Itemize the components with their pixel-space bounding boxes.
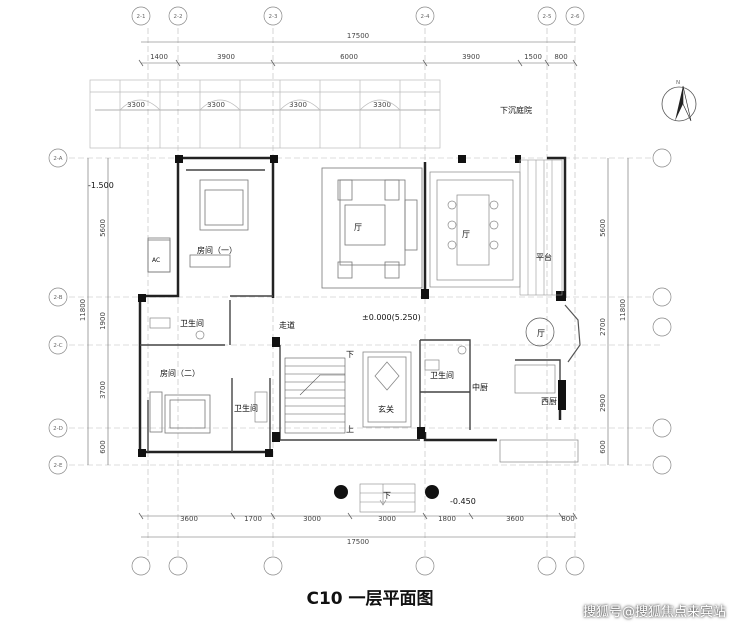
svg-text:3900: 3900 [462,53,480,61]
svg-text:1400: 1400 [150,53,168,61]
svg-text:2-E: 2-E [54,463,63,469]
staircase [284,357,346,434]
watermark: 搜狐号@搜狐焦点来宾站 [582,605,726,620]
dims-left: 11800 5600 1900 3700 600 [79,219,107,454]
dims-right: 11800 5600 2700 2900 600 [599,219,627,454]
label-bedroom1: 房间（一） [197,245,237,255]
svg-text:3700: 3700 [99,381,107,399]
north-arrow: N [661,80,697,122]
label-garden: 下沉庭院 [500,105,532,115]
label-terrace: 平台 [536,252,552,262]
svg-text:17500: 17500 [347,32,369,40]
exterior-walls [138,156,567,454]
svg-text:5600: 5600 [99,219,107,237]
dimension-ticks [138,59,578,520]
label-kitchen: 中厨 [472,382,488,392]
svg-text:2-C: 2-C [53,343,62,349]
svg-text:6000: 6000 [340,53,358,61]
svg-text:600: 600 [599,440,607,453]
bathroom-fixtures [149,317,467,423]
svg-text:3300: 3300 [373,101,391,109]
bedroom1-furniture [147,179,249,273]
axis-labels-left: 2-A 2-B 2-C 2-D 2-E [53,156,63,469]
north-arrow-icon [675,86,683,121]
svg-text:2-3: 2-3 [269,14,278,20]
dimension-lines [87,41,629,538]
svg-text:11800: 11800 [619,299,627,321]
pergola [89,79,441,149]
label-down1: 下 [346,350,354,359]
label-corridor: 走道 [279,320,295,330]
dims-top2: 3300 3300 3300 3300 [127,101,391,109]
label-ac: AC [152,257,160,264]
plan-title: C10 一层平面图 [306,589,434,609]
svg-text:2-1: 2-1 [137,14,146,20]
svg-text:3000: 3000 [378,515,396,523]
label-bath-right: 卫生间 [430,370,454,380]
label-hall3: 厅 [537,329,545,338]
label-bath1: 卫生间 [180,318,204,328]
dims-bottom: 3600 1700 3000 3000 1800 3600 800 17500 [180,515,575,546]
bedroom2-furniture [149,391,211,434]
svg-text:1700: 1700 [244,515,262,523]
kitchen-counter [499,364,579,463]
dims-top: 17500 1400 3900 6000 3900 1500 800 [150,32,568,61]
svg-text:3000: 3000 [303,515,321,523]
label-hall2: 厅 [462,230,470,239]
axis-labels-top: 2-1 2-2 2-3 2-4 2-5 2-6 [137,14,580,20]
living-room-furniture [321,167,423,289]
ac-unit [147,239,171,273]
label-bath2: 卫生间 [234,403,258,413]
foyer-rug [362,351,412,428]
label-up: 上 [346,425,354,434]
label-foyer: 玄关 [378,404,394,414]
svg-text:2-2: 2-2 [174,14,183,20]
svg-text:3900: 3900 [217,53,235,61]
svg-text:2-5: 2-5 [543,14,552,20]
label-bedroom2: 房间（二） [160,368,200,378]
entry-columns [334,485,439,499]
terrace-deck [519,159,563,296]
svg-text:2700: 2700 [599,318,607,336]
svg-text:17500: 17500 [347,538,369,546]
axis-bubbles-left [48,148,68,475]
columns [138,155,566,457]
axis-bubbles-bottom [131,556,585,576]
svg-text:1500: 1500 [524,53,542,61]
room-labels: -1.500 AC 房间（一） 厅 厅 平台 ±0.000(5.250) 走道 … [88,181,557,506]
svg-text:800: 800 [561,515,574,523]
svg-text:2900: 2900 [599,394,607,412]
label-level-zero: ±0.000(5.250) [362,313,421,322]
svg-text:600: 600 [99,440,107,453]
svg-text:5600: 5600 [599,219,607,237]
svg-text:2-D: 2-D [53,426,63,432]
label-down2: 下 [383,491,391,500]
label-west-kitchen: 西厨 [541,397,557,406]
dining-furniture [429,171,521,288]
svg-text:2-6: 2-6 [571,14,580,20]
label-level-neg: -1.500 [88,181,114,190]
svg-text:2-B: 2-B [53,295,62,301]
svg-text:3300: 3300 [207,101,225,109]
entry-steps [359,483,416,513]
label-level-entry: -0.450 [450,497,476,506]
svg-text:3300: 3300 [127,101,145,109]
axis-bubbles-right [652,148,672,475]
svg-text:2-4: 2-4 [421,14,430,20]
svg-text:3600: 3600 [180,515,198,523]
svg-text:1900: 1900 [99,312,107,330]
svg-text:800: 800 [554,53,567,61]
svg-text:11800: 11800 [79,299,87,321]
axis-bubbles-top [131,6,585,26]
svg-text:N: N [676,80,680,86]
svg-text:1800: 1800 [438,515,456,523]
svg-text:3300: 3300 [289,101,307,109]
svg-text:2-A: 2-A [53,156,62,162]
label-hall1: 厅 [354,223,362,232]
interior-walls [140,169,561,452]
bay-window [525,304,581,363]
svg-text:3600: 3600 [506,515,524,523]
